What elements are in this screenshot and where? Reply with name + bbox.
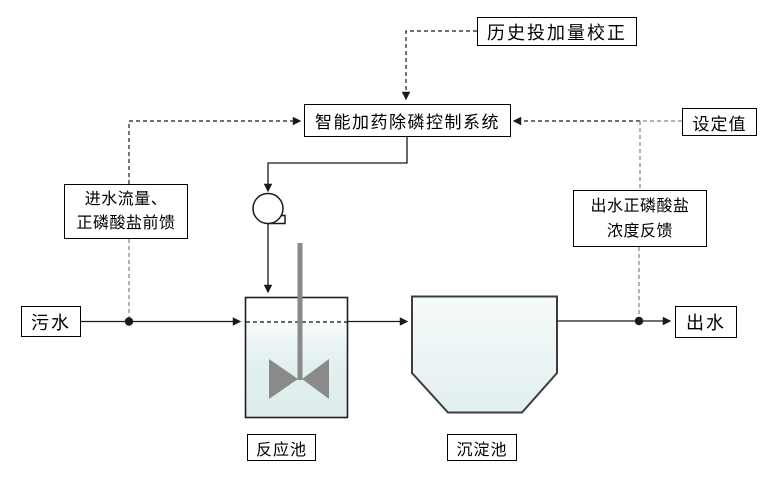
- feedforward-label-line1: 进水流量、: [84, 190, 168, 208]
- setpoint-label: 设定值: [692, 114, 747, 134]
- control-system-box: 智能加药除磷控制系统: [304, 104, 511, 137]
- effluent-box: 出水: [675, 306, 737, 338]
- feedforward-label-line2: 正磷酸盐前馈: [76, 214, 176, 232]
- feedback-label-line2: 浓度反馈: [606, 222, 673, 240]
- reaction-tank-label: 反应池: [255, 441, 307, 459]
- effluent-junction-dot: [634, 316, 644, 326]
- history-dosing-correction-label: 历史投加量校正: [487, 22, 627, 43]
- setpoint-box: 设定值: [682, 108, 757, 136]
- influent-label: 污水: [31, 312, 71, 333]
- feedforward-box: 进水流量、 正磷酸盐前馈: [64, 184, 188, 239]
- mixer-impeller-right: [302, 359, 329, 399]
- mixer-impeller-left: [269, 359, 298, 399]
- history-dosing-correction-box: 历史投加量校正: [477, 17, 637, 46]
- feedback-label-line1: 出水正磷酸盐: [590, 197, 690, 215]
- sedimentation-tank-label-box: 沉淀池: [447, 434, 517, 461]
- feedforward-to-control-connector: [128, 116, 302, 184]
- sedimentation-tank-label: 沉淀池: [456, 441, 508, 459]
- influent-box: 污水: [21, 306, 81, 337]
- control-system-label: 智能加药除磷控制系统: [315, 113, 500, 132]
- pump-icon: [252, 192, 286, 225]
- sedimentation-tank-shape: [411, 295, 558, 414]
- mixer-shaft: [297, 243, 303, 380]
- history-to-control-connector: [401, 30, 477, 101]
- effluent-label: 出水: [686, 313, 726, 333]
- reaction-tank-shape: [244, 296, 349, 419]
- reaction-tank-label-box: 反应池: [247, 434, 316, 461]
- influent-junction-dot: [124, 317, 134, 326]
- control-to-pump-connector: [263, 137, 408, 193]
- feedback-box: 出水正磷酸盐 浓度反馈: [573, 190, 707, 247]
